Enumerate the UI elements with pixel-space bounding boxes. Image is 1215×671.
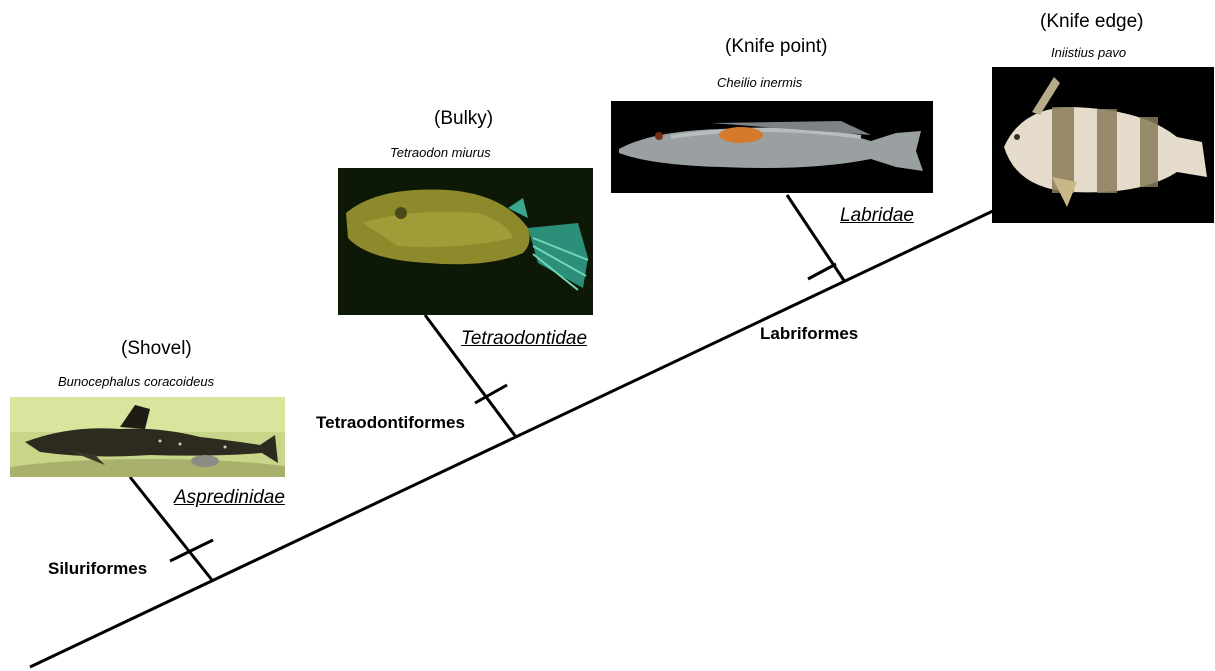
habit-label-knife-point: (Knife point) [725, 37, 827, 56]
photo-iniistius [992, 67, 1214, 223]
wrasse-image [611, 101, 933, 193]
order-label-tetraodontiformes: Tetraodontiformes [316, 414, 465, 431]
razorfish-image [992, 67, 1214, 223]
photo-bunocephalus [10, 397, 285, 477]
photo-tetraodon [338, 168, 593, 315]
tick-labriformes [808, 264, 836, 279]
species-label-bunocephalus: Bunocephalus coracoideus [58, 375, 214, 388]
species-label-cheilio: Cheilio inermis [717, 76, 802, 89]
habit-label-shovel: (Shovel) [121, 339, 192, 358]
tick-siluriformes [170, 540, 213, 561]
photo-cheilio [611, 101, 933, 193]
species-label-tetraodon: Tetraodon miurus [390, 146, 491, 159]
habit-label-bulky: (Bulky) [434, 109, 493, 128]
order-label-labriformes: Labriformes [760, 325, 858, 342]
habit-label-knife-edge: (Knife edge) [1040, 12, 1144, 31]
family-label-tetraodontidae: Tetraodontidae [461, 329, 587, 348]
family-label-aspredinidae: Aspredinidae [174, 488, 285, 507]
pufferfish-image [338, 168, 593, 315]
order-label-siluriformes: Siluriformes [48, 560, 147, 577]
catfish-image [10, 397, 285, 477]
family-label-labridae: Labridae [840, 206, 914, 225]
branch-labridae [787, 195, 845, 282]
species-label-iniistius: Iniistius pavo [1051, 46, 1126, 59]
